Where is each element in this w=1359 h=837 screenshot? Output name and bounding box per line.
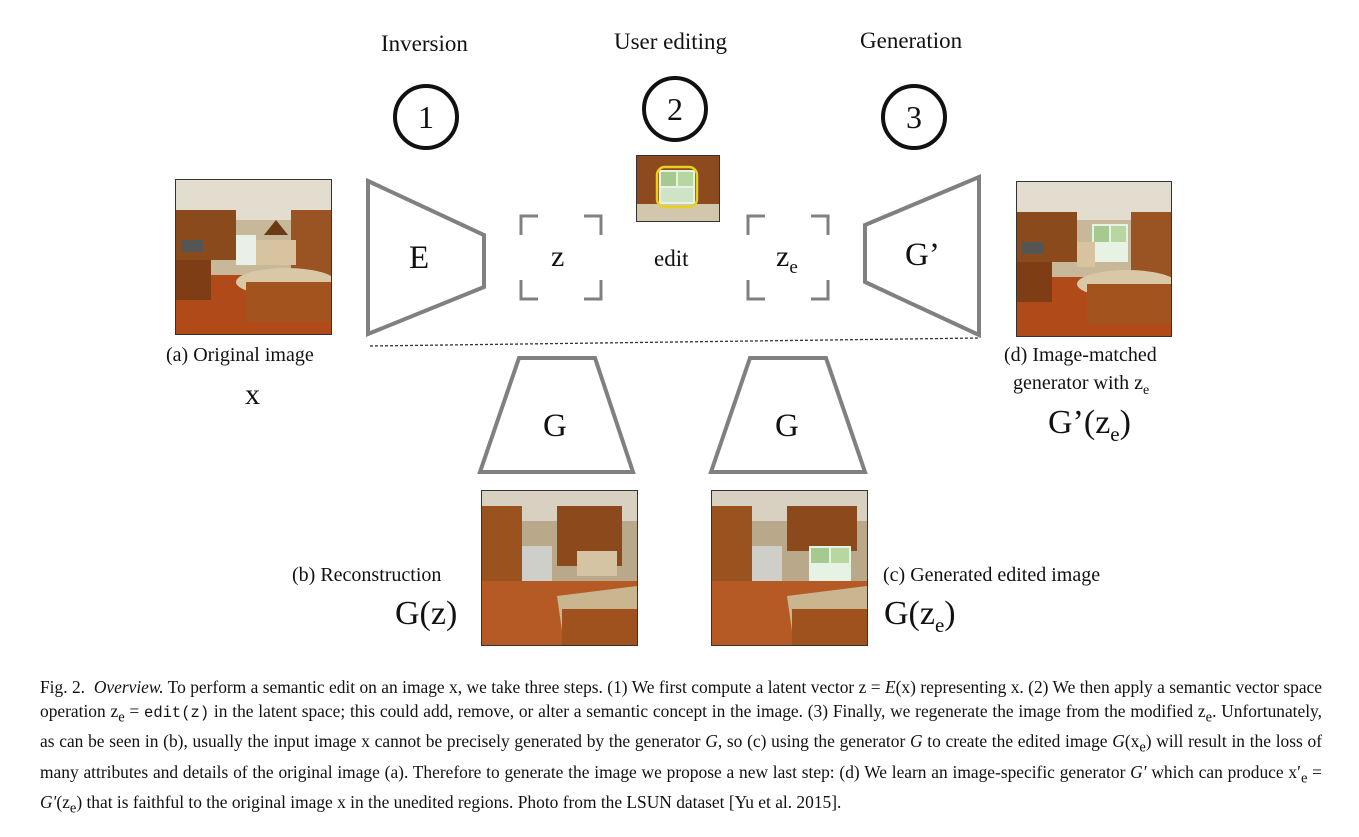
caption-part: (x) representing x. (2) We then apply a …	[40, 677, 1322, 721]
step-2-number: 2	[667, 90, 683, 127]
original-image	[175, 179, 332, 335]
step-2-circle: 2	[642, 76, 708, 142]
caption-part: ) that is faithful to the original image…	[76, 792, 842, 813]
caption-part: (x	[1124, 731, 1140, 752]
caption-part: G	[705, 731, 718, 752]
panel-d-symbol: G’(ze)	[1048, 404, 1131, 447]
caption-edit-code: edit(z)	[144, 704, 210, 722]
panel-d-label-line1: (d) Image-matched	[1004, 344, 1157, 366]
caption-part: which can produce x′	[1146, 761, 1301, 782]
latent-ze-base: z	[776, 240, 790, 273]
caption-part: E	[885, 677, 896, 697]
generator-right-block	[708, 356, 868, 474]
caption-part: , so (c) using the generator	[717, 731, 910, 752]
caption-part: e	[1205, 709, 1213, 726]
step-1-number: 1	[418, 98, 434, 135]
caption-part: =	[1307, 761, 1322, 782]
latent-z-bracket	[519, 214, 603, 301]
caption-part: . Unfortunately, as can be seen in (b), …	[40, 701, 1322, 752]
panel-c-symbol: G(ze)	[884, 595, 956, 638]
panel-a-symbol: x	[245, 378, 260, 411]
caption-part: e	[118, 709, 125, 726]
panel-b-symbol: G(z)	[395, 595, 458, 632]
caption-part: e	[1300, 770, 1308, 787]
latent-ze-sub: e	[789, 257, 798, 278]
caption-part: G′	[40, 792, 57, 813]
edit-thumbnail	[636, 155, 720, 222]
step-3-number: 3	[906, 98, 922, 135]
caption-part: (z	[56, 792, 70, 813]
latent-z-label: z	[551, 240, 565, 273]
panel-d-label-line2: generator with ze	[1013, 372, 1149, 399]
panel-c-symbol-base: G(z	[884, 595, 935, 632]
reconstruction-image	[481, 490, 638, 646]
caption-part: To perform a semantic edit on an image x…	[167, 677, 886, 697]
caption-fig-number: Fig. 2.	[40, 677, 86, 697]
step-1-circle: 1	[393, 84, 459, 150]
generator-prime-label: G’	[905, 237, 940, 273]
panel-d-label-line2-base: generator with z	[1013, 372, 1143, 394]
caption-part: e	[1139, 739, 1146, 756]
generator-prime-block	[863, 173, 981, 339]
image-matched-output	[1016, 181, 1172, 337]
caption-part: G	[1112, 731, 1125, 752]
panel-c-symbol-end: )	[944, 595, 956, 632]
dashed-separator	[369, 337, 981, 347]
caption-part: G′	[1130, 761, 1147, 782]
caption-part: =	[124, 701, 145, 721]
panel-c-symbol-sub: e	[934, 612, 945, 637]
generator-left-block	[477, 356, 636, 474]
encoder-label: E	[409, 240, 430, 276]
diagram-canvas	[366, 173, 981, 474]
latent-ze-bracket	[746, 214, 830, 301]
panel-d-symbol-sub: e	[1110, 421, 1120, 446]
caption-part: e	[69, 800, 77, 817]
caption-title: Overview.	[93, 677, 164, 697]
step-1-title: Inversion	[381, 31, 468, 56]
caption-part: ) will result in the loss of many attrib…	[40, 731, 1322, 782]
generator-left-label: G	[543, 408, 567, 444]
figure-caption: Fig. 2. Overview. To perform a semantic …	[40, 675, 1322, 821]
edit-label: edit	[654, 246, 689, 271]
step-3-title: Generation	[860, 28, 963, 53]
panel-d-symbol-base: G’(z	[1048, 404, 1111, 441]
latent-ze-label: ze	[776, 240, 798, 279]
panel-d-symbol-end: )	[1119, 404, 1131, 441]
panel-a-label: (a) Original image	[166, 344, 314, 366]
panel-b-label: (b) Reconstruction	[292, 564, 442, 586]
caption-part: in the latent space; this could add, rem…	[209, 701, 1206, 721]
caption-part: to create the edited image	[922, 731, 1113, 752]
step-3-circle: 3	[881, 84, 947, 150]
panel-d-label-line2-sub: e	[1142, 383, 1150, 398]
encoder-block	[366, 177, 486, 337]
step-2-title: User editing	[614, 29, 728, 54]
generator-right-label: G	[775, 408, 799, 444]
generated-edited-image	[711, 490, 868, 646]
caption-part: G	[909, 731, 923, 752]
panel-c-label: (c) Generated edited image	[883, 564, 1101, 586]
